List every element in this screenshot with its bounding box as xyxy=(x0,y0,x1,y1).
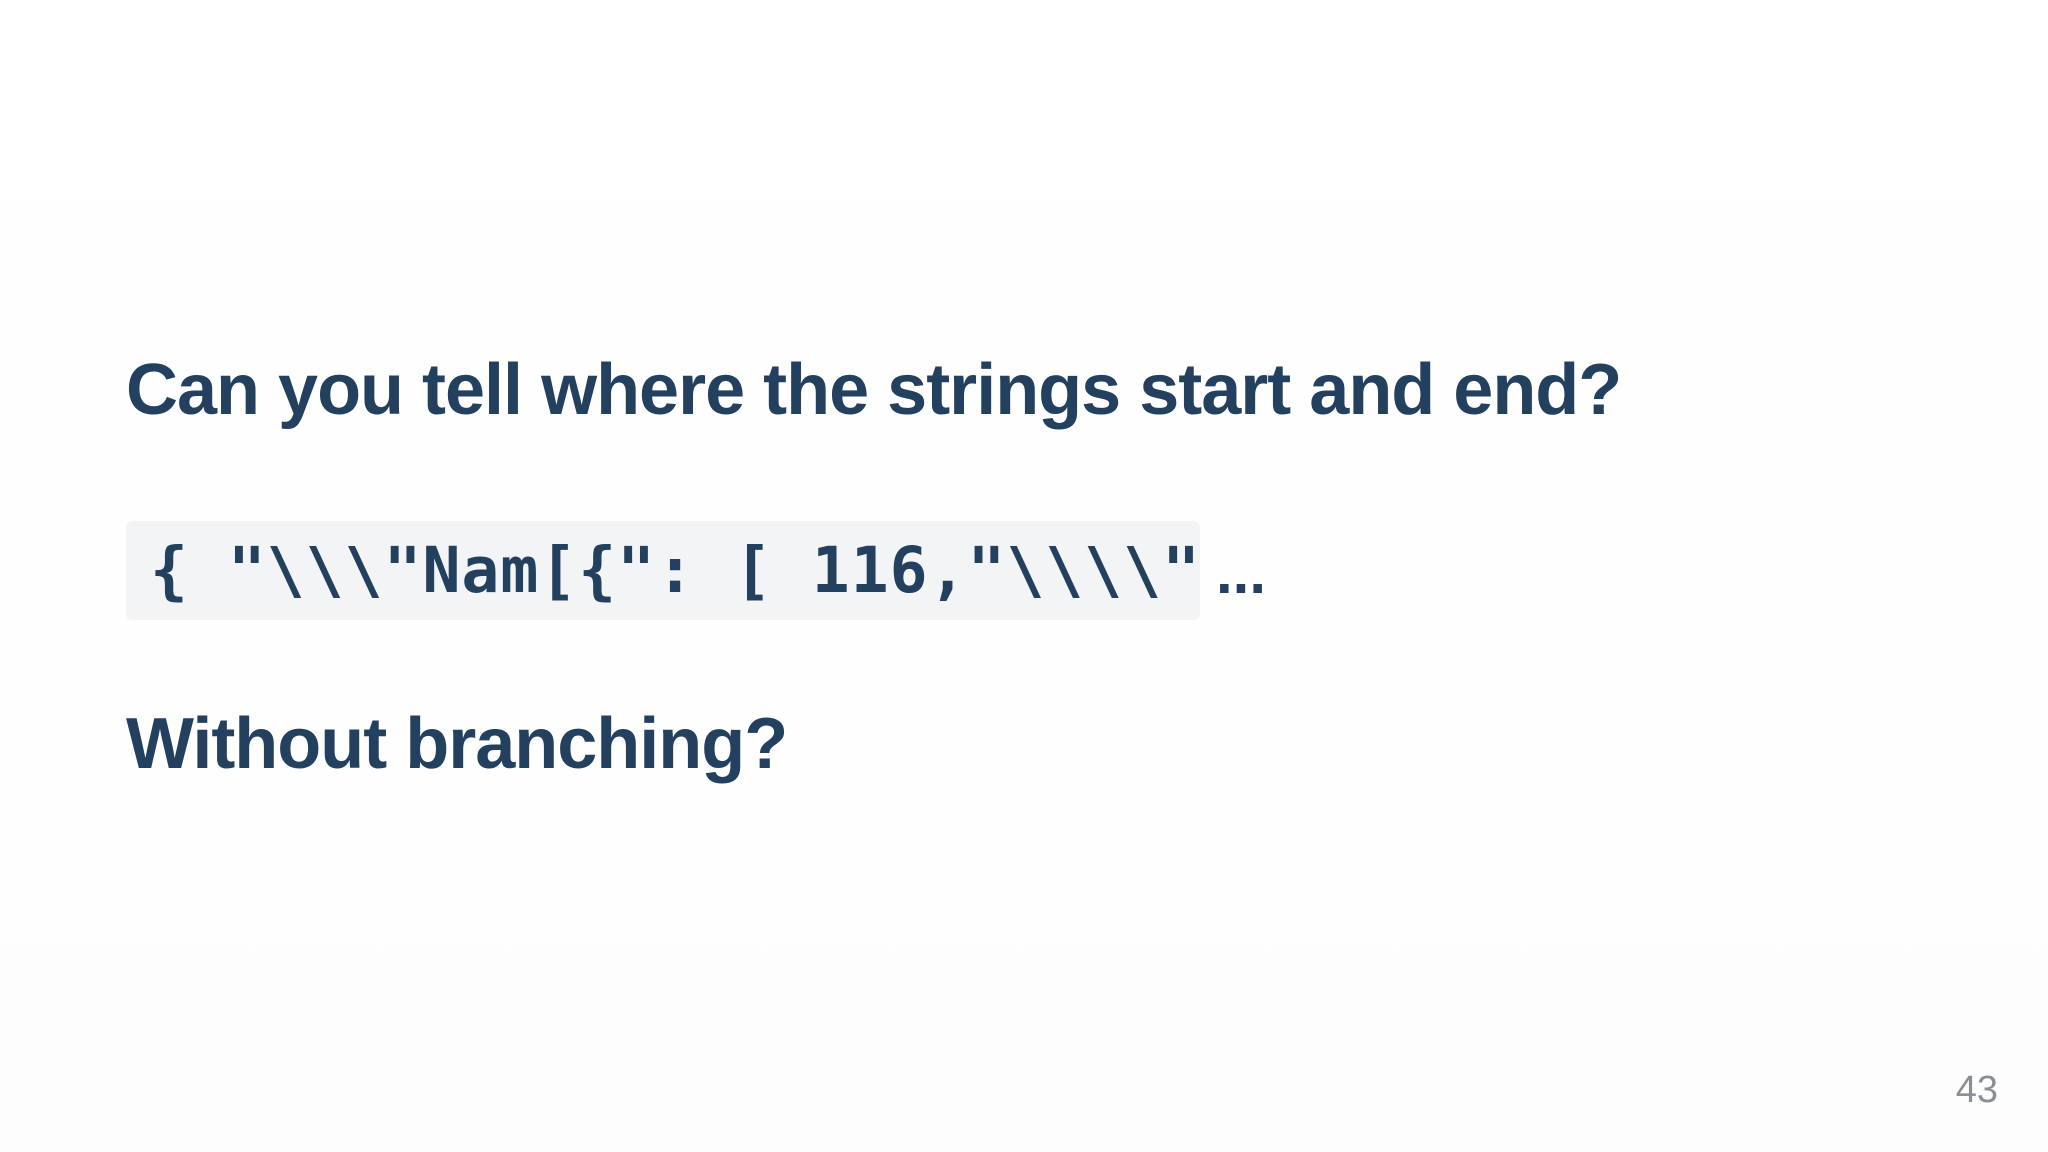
page-number: 43 xyxy=(1955,1069,1998,1111)
code-snippet: { "\\\"Nam[{": [ 116,"\\\\" xyxy=(126,521,1200,620)
question-heading: Can you tell where the strings start and… xyxy=(126,350,1622,430)
followup-heading: Without branching? xyxy=(126,704,788,784)
continuation-ellipsis: ... xyxy=(1216,539,1267,606)
code-row: { "\\\"Nam[{": [ 116,"\\\\" ... xyxy=(126,521,1266,620)
